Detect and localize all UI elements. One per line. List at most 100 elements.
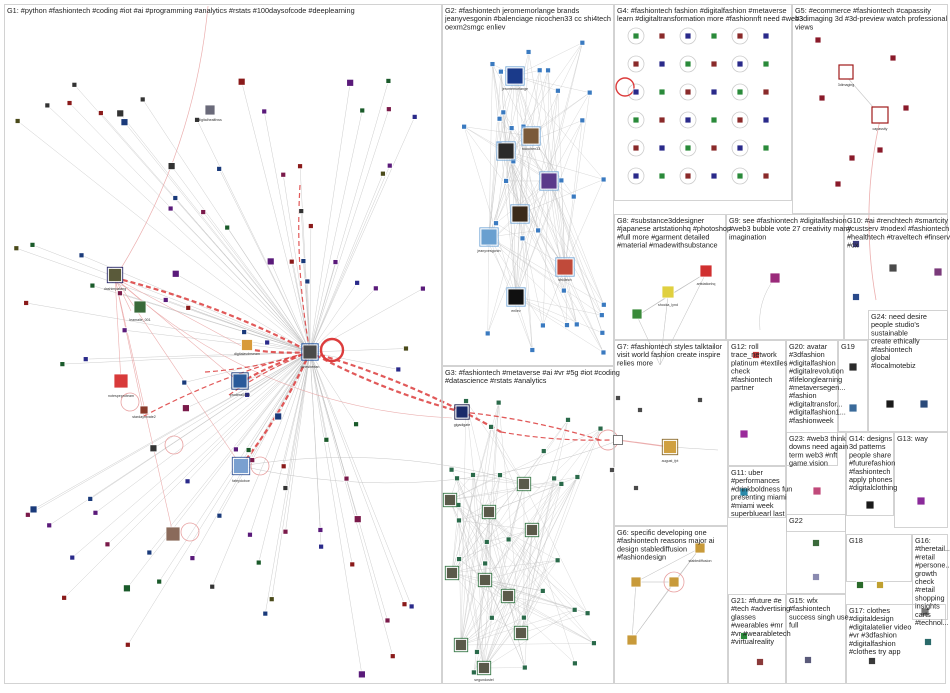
node-g2[interactable] [490, 62, 495, 67]
node-g5[interactable] [877, 147, 883, 153]
node-g2[interactable] [530, 348, 535, 353]
node-g17[interactable] [925, 639, 932, 646]
node-g3-hub[interactable] [501, 589, 514, 602]
node-g1[interactable] [182, 380, 187, 385]
node-g2-hub[interactable] [507, 288, 525, 306]
node-g3[interactable] [572, 661, 577, 666]
node-g2[interactable] [564, 323, 569, 328]
node-g4[interactable] [737, 117, 743, 123]
node-g1[interactable] [168, 206, 173, 211]
node-g5[interactable] [890, 55, 896, 61]
node-g1[interactable] [60, 362, 65, 367]
node-g4[interactable] [659, 33, 665, 39]
node-g2[interactable] [559, 178, 564, 183]
node-g1[interactable] [88, 496, 93, 501]
node-g1[interactable] [283, 486, 288, 491]
node-g3[interactable] [496, 400, 501, 405]
node-g3[interactable] [497, 473, 502, 478]
node-digitalavdnseam[interactable] [242, 340, 253, 351]
node-g2[interactable] [536, 228, 541, 233]
node-g3-hub[interactable] [443, 493, 456, 506]
node-g1[interactable] [289, 259, 294, 264]
node-g3[interactable] [464, 399, 469, 404]
node-gigadigate[interactable] [455, 405, 469, 419]
node-artstationhq[interactable] [700, 265, 712, 277]
node-g1[interactable] [246, 448, 251, 453]
node-g3-hub[interactable] [482, 505, 495, 518]
node-g3-hub[interactable] [525, 523, 538, 536]
node-g2[interactable] [601, 350, 606, 355]
node-g3-hub[interactable] [445, 566, 458, 579]
node-g6[interactable] [627, 635, 637, 645]
node-leamaile[interactable] [134, 301, 146, 313]
node-g1[interactable] [30, 506, 37, 513]
node-g9[interactable] [770, 273, 780, 283]
node-g3[interactable] [566, 417, 571, 422]
node-g1[interactable] [15, 118, 20, 123]
node-g4[interactable] [763, 145, 769, 151]
node-g23[interactable] [813, 487, 821, 495]
node-g1[interactable] [238, 78, 245, 85]
node-g1[interactable] [72, 82, 77, 87]
node-g1[interactable] [360, 108, 365, 113]
node-g1[interactable] [390, 654, 395, 659]
node-g3[interactable] [471, 472, 476, 477]
node-g19[interactable] [849, 363, 857, 371]
node-g3-hub[interactable] [478, 573, 491, 586]
node-digitalhealthws[interactable] [205, 105, 215, 115]
node-g3[interactable] [489, 615, 494, 620]
node-g15[interactable] [805, 657, 812, 664]
node-g1[interactable] [269, 597, 274, 602]
node-g4[interactable] [711, 33, 717, 39]
node-g1[interactable] [281, 172, 286, 177]
node-g1[interactable] [350, 562, 355, 567]
node-g2[interactable] [498, 69, 503, 74]
node-g4[interactable] [659, 173, 665, 179]
node-g22[interactable] [813, 540, 820, 547]
node-g1[interactable] [117, 291, 122, 296]
node-g5[interactable] [849, 155, 855, 161]
node-g1[interactable] [123, 585, 130, 592]
node-g3-hub[interactable] [454, 638, 467, 651]
node-g1[interactable] [163, 297, 168, 302]
node-g4[interactable] [685, 173, 691, 179]
node-g1[interactable] [420, 286, 425, 291]
node-g4[interactable] [659, 117, 665, 123]
node-g1[interactable] [267, 258, 274, 265]
node-g1[interactable] [105, 542, 110, 547]
node-g4[interactable] [763, 33, 769, 39]
node-g2[interactable] [599, 313, 604, 318]
node-g4[interactable] [633, 173, 639, 179]
node-g24[interactable] [920, 400, 928, 408]
node-g3-hub[interactable] [514, 626, 527, 639]
node-g1[interactable] [225, 225, 230, 230]
node-g1[interactable] [403, 346, 408, 351]
node-g4[interactable] [685, 117, 691, 123]
node-g3[interactable] [552, 476, 557, 481]
node-g2-hub[interactable] [480, 228, 498, 246]
node-g3[interactable] [484, 539, 489, 544]
node-g1[interactable] [263, 611, 268, 616]
node-g1[interactable] [402, 602, 407, 607]
node-g4[interactable] [763, 117, 769, 123]
node-g18[interactable] [877, 582, 884, 589]
node-g2-hub[interactable] [511, 205, 529, 223]
node-g4[interactable] [763, 173, 769, 179]
node-g1[interactable] [47, 523, 52, 528]
node-g2[interactable] [537, 68, 542, 73]
node-g5[interactable] [815, 37, 821, 43]
node-g2-hub[interactable] [556, 258, 574, 276]
node-g2-hub[interactable] [540, 172, 558, 190]
node-g7[interactable] [634, 486, 639, 491]
node-g3[interactable] [471, 670, 476, 675]
node-g4[interactable] [711, 117, 717, 123]
node-g1[interactable] [182, 405, 189, 412]
node-g1[interactable] [83, 357, 88, 362]
node-g4[interactable] [737, 89, 743, 95]
node-g19[interactable] [849, 404, 857, 412]
node-g1[interactable] [247, 532, 252, 537]
node-g4[interactable] [685, 89, 691, 95]
node-g7[interactable] [610, 468, 615, 473]
node-g1[interactable] [157, 579, 162, 584]
node-g10[interactable] [889, 264, 897, 272]
